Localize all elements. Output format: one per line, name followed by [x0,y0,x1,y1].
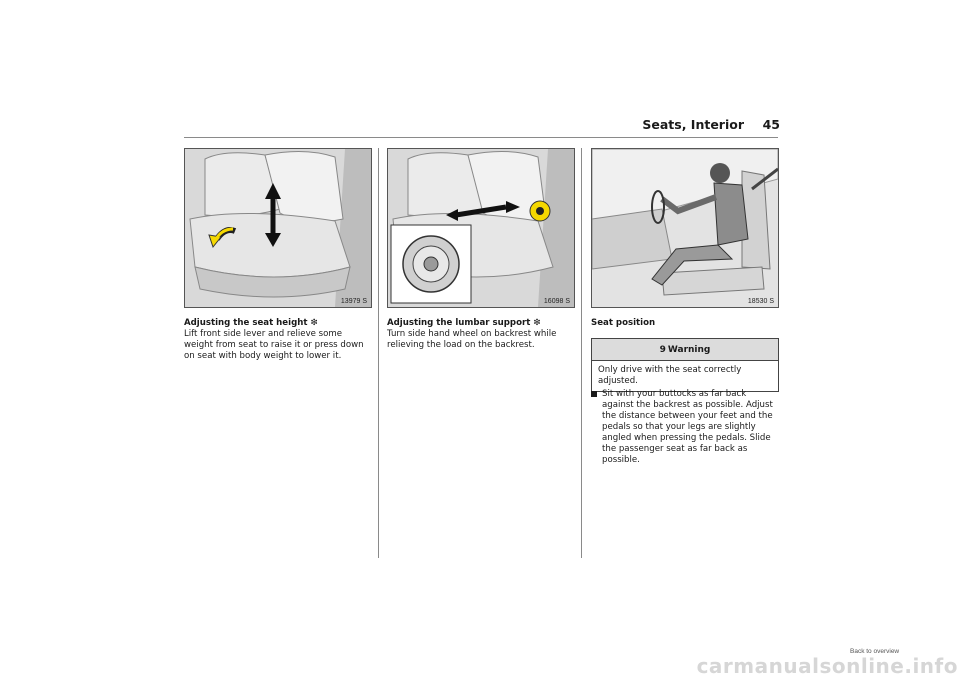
section-body: Turn side hand wheel on backrest while r… [387,329,557,350]
figure-code: 18530 S [747,298,774,305]
lumbar-support-section: Adjusting the lumbar support ❇ Turn side… [387,318,575,351]
warning-box: 9 Warning Only drive with the seat corre… [591,338,779,392]
bullet-square-icon [591,391,597,397]
section-body: Lift front side lever and relieve some w… [184,329,364,361]
warning-text: Only drive with the seat correctly adjus… [598,365,742,386]
column-divider [581,148,582,558]
watermark: carmanualsonline.info [696,654,958,678]
seat-height-section: Adjusting the seat height ❇ Lift front s… [184,318,372,362]
seat-position-figure: 18530 S [591,148,779,308]
list-item: Sit with your buttocks as far back again… [591,389,779,466]
section-heading: Seat position [591,318,656,328]
column-divider [378,148,379,558]
lumbar-support-wheel-illustration [388,149,574,307]
seat-height-lever-illustration [185,149,371,307]
page-number: 45 [762,117,780,132]
seat-height-figure: 13979 S [184,148,372,308]
header-rule [184,137,778,138]
back-to-overview-link[interactable]: Back to overview [850,648,900,655]
figure-code: 16098 S [543,298,570,305]
list-item-text: Sit with your buttocks as far back again… [602,389,773,465]
section-heading: Adjusting the lumbar support ❇ [387,318,541,328]
warning-icon: 9 [659,344,666,355]
warning-title: Warning [667,344,711,355]
seat-position-section: Seat position [591,318,779,329]
driver-seat-position-illustration [592,149,778,307]
lumbar-support-figure: 16098 S [387,148,575,308]
warning-header: 9 Warning [592,339,778,361]
figure-code: 13979 S [340,298,367,305]
section-title: Seats, Interior [642,117,744,132]
section-heading: Adjusting the seat height ❇ [184,318,318,328]
